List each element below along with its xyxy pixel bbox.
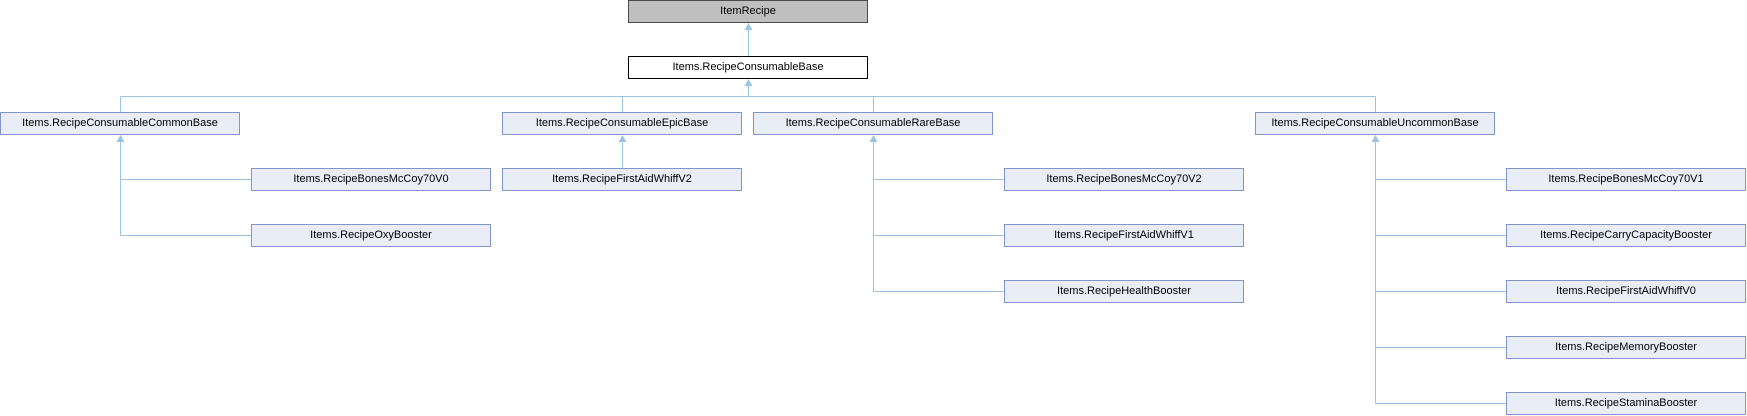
firstaidwhiffv1-class-box[interactable]: Items.RecipeFirstAidWhiffV1 bbox=[1004, 224, 1244, 247]
staminabooster-class-box[interactable]: Items.RecipeStaminaBooster bbox=[1506, 392, 1746, 415]
firstaidwhiffv2-class-box[interactable]: Items.RecipeFirstAidWhiffV2 bbox=[502, 168, 742, 191]
bonesmccoy70v2-class-box[interactable]: Items.RecipeBonesMcCoy70V2 bbox=[1004, 168, 1244, 191]
bonesmccoy70v1-class-box[interactable]: Items.RecipeBonesMcCoy70V1 bbox=[1506, 168, 1746, 191]
rare-base-class-box[interactable]: Items.RecipeConsumableRareBase bbox=[753, 112, 993, 135]
memorybooster-class-box[interactable]: Items.RecipeMemoryBooster bbox=[1506, 336, 1746, 359]
inheritance-arrowhead bbox=[744, 79, 753, 86]
common-base-class-box[interactable]: Items.RecipeConsumableCommonBase bbox=[0, 112, 240, 135]
bonesmccoy70v0-class-box[interactable]: Items.RecipeBonesMcCoy70V0 bbox=[251, 168, 491, 191]
inheritance-arrowhead bbox=[744, 23, 753, 30]
oxybooster-class-box[interactable]: Items.RecipeOxyBooster bbox=[251, 224, 491, 247]
healthbooster-class-box[interactable]: Items.RecipeHealthBooster bbox=[1004, 280, 1244, 303]
firstaidwhiffv0-class-box[interactable]: Items.RecipeFirstAidWhiffV0 bbox=[1506, 280, 1746, 303]
epic-base-class-box[interactable]: Items.RecipeConsumableEpicBase bbox=[502, 112, 742, 135]
carrycapacitybooster-class-box[interactable]: Items.RecipeCarryCapacityBooster bbox=[1506, 224, 1746, 247]
consumable-base-class-box: Items.RecipeConsumableBase bbox=[628, 56, 868, 79]
root-class-box: ItemRecipe bbox=[628, 0, 868, 23]
uncommon-base-class-box[interactable]: Items.RecipeConsumableUncommonBase bbox=[1255, 112, 1495, 135]
